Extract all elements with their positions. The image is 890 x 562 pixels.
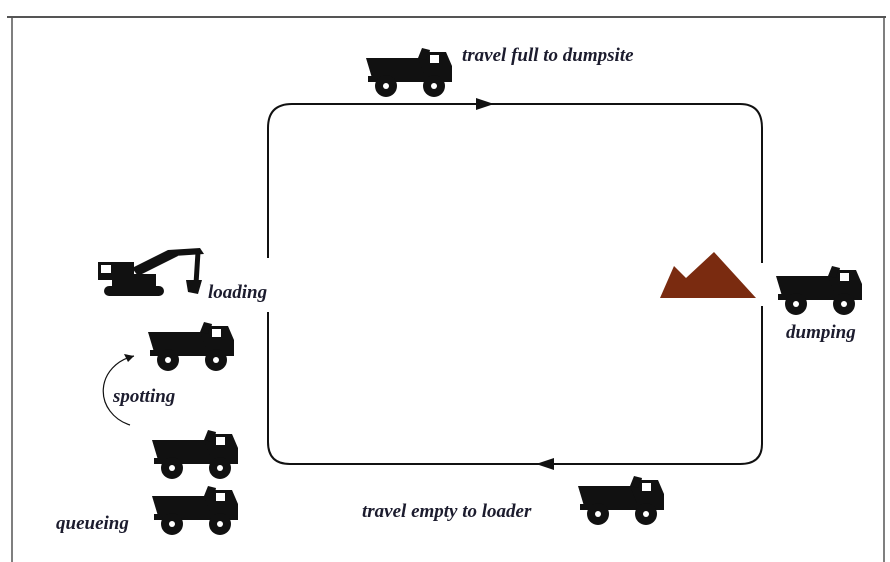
dump-truck-icon — [152, 430, 238, 479]
cycle-loop — [267, 103, 763, 465]
label-travel-full: travel full to dumpsite — [462, 45, 634, 66]
dirt-pile-icon — [660, 252, 756, 298]
spotting-curve — [102, 355, 135, 426]
dump-truck-icon — [152, 486, 238, 535]
dump-truck-icon — [366, 48, 452, 97]
excavator-icon — [98, 248, 204, 296]
arrow-up-icon — [124, 354, 134, 362]
label-spotting: spotting — [112, 386, 175, 407]
dump-truck-icon — [776, 266, 862, 315]
arrow-left-icon — [536, 458, 554, 470]
arrow-right-icon — [476, 98, 494, 110]
label-dumping: dumping — [786, 322, 856, 343]
dump-truck-icon — [148, 322, 234, 371]
label-travel-empty: travel empty to loader — [362, 501, 532, 522]
label-loading: loading — [208, 282, 267, 303]
dump-truck-icon — [578, 476, 664, 525]
label-queueing: queueing — [56, 513, 129, 534]
